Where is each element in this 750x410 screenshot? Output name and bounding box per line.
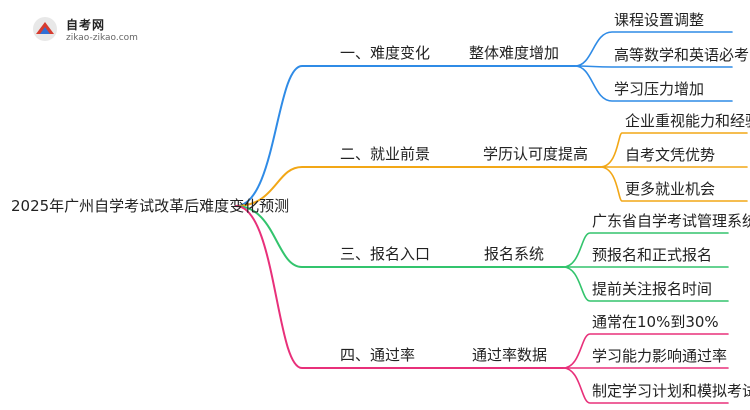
connector-branch-1-leaf-1 [574, 31, 733, 67]
connector-branch-2-leaf-3 [599, 166, 748, 202]
connector-branch-3-leaf-1 [562, 232, 729, 268]
site-logo: 自考网 zikao-zikao.com [28, 14, 148, 48]
branch-2-label: 二、就业前景 [340, 145, 431, 163]
connector-branch-2-leaf-1 [599, 132, 748, 168]
branch-3-label: 三、报名入口 [340, 245, 431, 263]
branch-2-sub: 学历认可度提高 [483, 145, 589, 163]
connector-root-branch-1 [235, 65, 451, 207]
branch-1-leaf-3: 学习压力增加 [614, 80, 705, 98]
connector-branch-1-leaf-2 [574, 65, 733, 68]
branch-1-leaf-1: 课程设置调整 [614, 11, 705, 29]
logo-icon [33, 17, 57, 41]
branch-2-leaf-1: 企业重视能力和经验 [625, 112, 750, 130]
branch-1-sub: 整体难度增加 [469, 44, 560, 62]
connector-root-branch-2 [235, 166, 451, 207]
root-topic: 2025年广州自学考试改革后难度变化预测 [11, 197, 290, 215]
branch-1-label: 一、难度变化 [340, 44, 431, 62]
connector-root-branch-3 [235, 205, 451, 268]
branch-4-leaf-1: 通常在10%到30% [592, 313, 719, 331]
branch-2-leaf-2: 自考文凭优势 [625, 146, 716, 164]
branch-4-sub: 通过率数据 [472, 346, 548, 364]
branch-2-leaf-3: 更多就业机会 [625, 180, 716, 198]
logo-title: 自考网 [66, 18, 106, 32]
branch-3-leaf-3: 提前关注报名时间 [592, 280, 713, 298]
branch-3-sub: 报名系统 [484, 245, 545, 263]
branch-1-leaf-2: 高等数学和英语必考 [614, 46, 750, 64]
connector-branch-1-leaf-3 [574, 65, 733, 102]
connector-root-branch-4 [235, 205, 451, 369]
branch-4-label: 四、通过率 [340, 346, 416, 364]
branch-4-leaf-3: 制定学习计划和模拟考试 [592, 382, 750, 400]
connector-branch-4-leaf-3 [562, 367, 729, 404]
connector-branch-3-leaf-3 [562, 266, 729, 302]
logo-subtitle: zikao-zikao.com [66, 33, 138, 43]
branch-4-leaf-2: 学习能力影响通过率 [592, 347, 728, 365]
connector-branch-4-leaf-1 [562, 333, 729, 369]
branch-3-leaf-1: 广东省自学考试管理系统 [592, 212, 750, 230]
branch-3-leaf-2: 预报名和正式报名 [592, 246, 713, 264]
